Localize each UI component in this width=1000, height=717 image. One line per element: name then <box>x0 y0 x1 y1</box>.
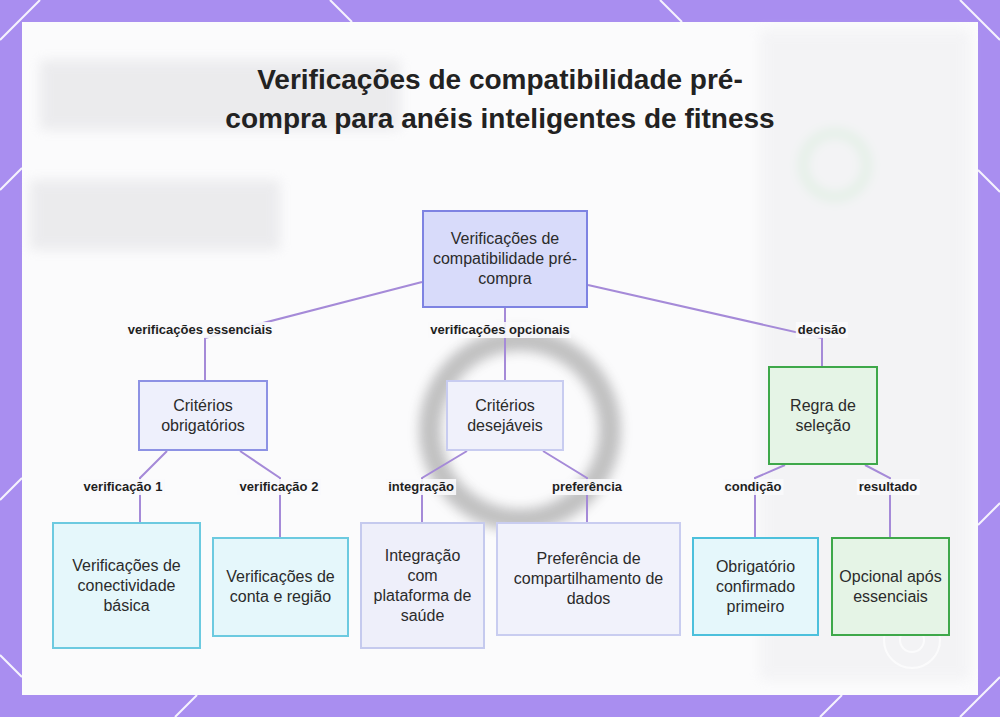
box-label: Opcional após essenciais <box>839 567 942 607</box>
box-label: Critérios desejáveis <box>454 396 556 436</box>
connector-line <box>588 285 822 366</box>
blurred-photo <box>30 30 970 680</box>
edge-label: condição <box>722 479 783 495</box>
box-label: Integração com plataforma de saúde <box>368 546 477 626</box>
edge-label: verificações essenciais <box>126 322 275 338</box>
edge-label: verificação 2 <box>238 479 321 495</box>
diagram-title: Verificações de compatibilidade pré-comp… <box>225 60 775 138</box>
process-box: Integração com plataforma de saúde <box>360 522 485 649</box>
edge-label: resultado <box>857 479 920 495</box>
process-box: Verificações de conta e região <box>212 537 349 637</box>
connector-line <box>865 465 890 537</box>
process-box: Regra de seleção <box>768 366 878 465</box>
box-label: Verificações de compatibilidade pré-comp… <box>430 229 580 289</box>
process-box: Obrigatório confirmado primeiro <box>692 537 819 636</box>
process-box: Verificações de compatibilidade pré-comp… <box>422 210 588 308</box>
edge-label: decisão <box>796 322 848 338</box>
process-box: Verificações de conectividade básica <box>52 522 201 649</box>
connector-line <box>504 308 506 380</box>
box-label: Verificações de conectividade básica <box>60 556 193 616</box>
process-box: Preferência de compartilhamento de dados <box>496 522 681 636</box>
content-panel <box>22 22 978 695</box>
process-box: Opcional após essenciais <box>831 537 950 636</box>
edge-label: verificação 1 <box>82 479 165 495</box>
box-label: Regra de seleção <box>776 396 870 436</box>
process-box: Critérios desejáveis <box>446 380 564 451</box>
box-label: Preferência de compartilhamento de dados <box>504 549 673 609</box>
box-label: Verificações de conta e região <box>220 567 341 607</box>
edge-label: preferência <box>550 479 624 495</box>
edge-label: integração <box>386 479 456 495</box>
process-box: Critérios obrigatórios <box>138 380 268 451</box>
connector-line <box>755 465 785 537</box>
edge-label: verificações opcionais <box>428 322 571 338</box>
box-label: Critérios obrigatórios <box>146 396 260 436</box>
box-label: Obrigatório confirmado primeiro <box>700 557 811 617</box>
